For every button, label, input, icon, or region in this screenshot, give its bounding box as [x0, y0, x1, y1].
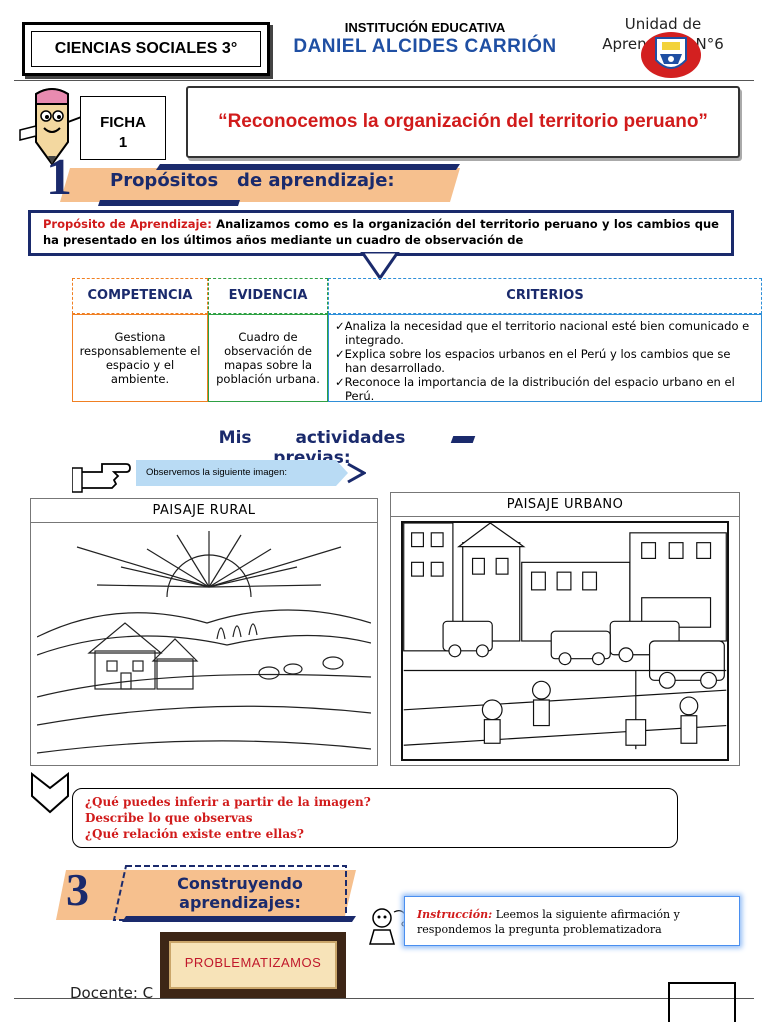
observe-instruction: Observemos la siguiente imagen: — [146, 467, 287, 478]
section-3-heading: Construyendo aprendizajes: — [177, 874, 303, 912]
instruction-label: Instrucción: — [417, 908, 493, 921]
section-3-banner — [56, 865, 356, 922]
thinking-figure-icon — [369, 908, 407, 945]
rural-landscape-image: PAISAJE RURAL — [30, 498, 378, 766]
urban-label: PAISAJE URBANO — [506, 497, 624, 512]
cell-competencia: Gestiona responsablemente el espacio y e… — [72, 314, 208, 402]
ficha-number: 1 — [118, 134, 128, 151]
urban-drawing-icon — [401, 521, 729, 761]
ficha-tag: FICHA 1 — [80, 96, 166, 160]
rural-label: PAISAJE RURAL — [152, 503, 256, 518]
header-competencia: COMPETENCIA — [72, 278, 208, 314]
purpose-text: Analizamos como es la organización del t… — [43, 217, 719, 247]
question-item: Describe lo que observas — [85, 811, 253, 825]
criterio-item: ✓Explica sobre los espacios urbanos en e… — [335, 347, 731, 375]
instruction-box: Instrucción: Leemos la siguiente afirmac… — [404, 896, 740, 946]
section-3-number: 3 — [66, 864, 89, 915]
footer-divider — [14, 998, 754, 999]
unit-line-1: Unidad de — [624, 15, 702, 33]
observe-banner — [136, 460, 366, 486]
heading-dash — [450, 436, 476, 443]
criterio-item: ✓Reconoce la importancia de la distribuc… — [335, 375, 735, 403]
page-corner-box — [668, 982, 736, 1022]
header-divider — [14, 80, 754, 81]
purpose-box: Propósito de Aprendizaje: Analizamos com… — [28, 210, 734, 256]
criteria-table: COMPETENCIA EVIDENCIA CRITERIOS Gestiona… — [72, 278, 762, 403]
rural-drawing-icon — [37, 531, 371, 754]
section-1-number: 1 — [46, 149, 72, 206]
subject-box: CIENCIAS SOCIALES 3° — [22, 22, 270, 76]
section-1-banner — [60, 164, 460, 206]
institution-name: DANIEL ALCIDES CARRIÓN — [293, 36, 557, 57]
purpose-label: Propósito de Aprendizaje: — [43, 217, 212, 231]
header-criterios: CRITERIOS — [328, 278, 762, 314]
pencil-mascot-icon — [19, 88, 85, 166]
ficha-label: FICHA — [100, 114, 146, 131]
criterio-item: ✓Analiza la necesidad que el territorio … — [335, 319, 750, 347]
worksheet-title: “Reconocemos la organización del territo… — [186, 86, 740, 158]
subject-title: CIENCIAS SOCIALES 3° — [31, 31, 261, 67]
chevron-down-icon — [31, 772, 69, 814]
question-item: ¿Qué puedes inferir a partir de la image… — [85, 795, 371, 809]
down-arrow-icon — [360, 252, 400, 280]
school-crest-icon — [641, 32, 701, 78]
institution-label: INSTITUCIÓN EDUCATIVA — [344, 20, 506, 35]
cell-criterios: ✓Analiza la necesidad que el territorio … — [328, 314, 762, 403]
questions-box: ¿Qué puedes inferir a partir de la image… — [72, 788, 678, 848]
section-1-heading: Propósitos de aprendizaje: — [110, 170, 395, 191]
teacher-label: Docente: C — [70, 984, 154, 1002]
question-item: ¿Qué relación existe entre ellas? — [85, 827, 304, 841]
urban-landscape-image: PAISAJE URBANO — [390, 492, 740, 766]
cell-evidencia: Cuadro de observación de mapas sobre la … — [208, 314, 328, 402]
problematizamos-board — [160, 932, 346, 998]
header-evidencia: EVIDENCIA — [208, 278, 328, 314]
instruction-text: Leemos la siguiente afirmación y respond… — [417, 908, 680, 936]
pointing-hand-icon — [72, 463, 131, 493]
problematizamos-label: PROBLEMATIZAMOS — [184, 955, 322, 970]
